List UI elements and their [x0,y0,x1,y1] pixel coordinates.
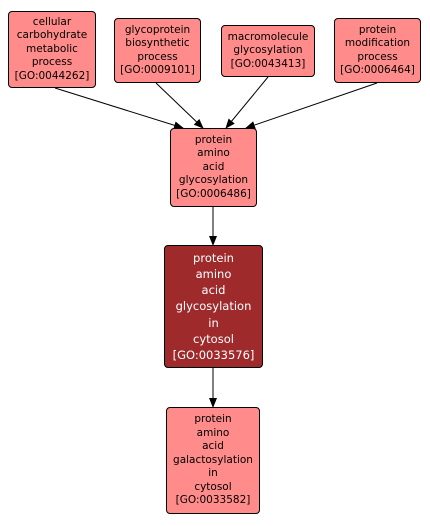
node-protein-amino-acid-glycosylation[interactable]: protein amino acid glycosylation [GO:000… [170,128,257,207]
edge-cellular-carbohydrate-to-protein-glycosylation [54,87,184,130]
node-protein-amino-acid-galactosylation-in-cytosol[interactable]: protein amino acid galactosylation in cy… [166,407,260,514]
edge-protein-modification-to-protein-glycosylation [245,82,378,129]
node-label: glycoprotein biosynthetic process [124,23,191,63]
node-label: protein amino acid glycosylation in cyto… [175,250,252,346]
node-protein-modification-process[interactable]: protein modification process [GO:0006464… [334,18,421,83]
node-label: macromolecule glycosylation [227,30,309,57]
node-cellular-carbohydrate-metabolic-process[interactable]: cellular carbohydrate metabolic process … [8,11,96,88]
node-go-id: [GO:0006486] [176,187,251,200]
node-macromolecule-glycosylation[interactable]: macromolecule glycosylation [GO:0043413] [221,25,315,77]
node-label: protein amino acid galactosylation in cy… [173,413,253,493]
edge-glycoprotein-biosynthetic-to-protein-glycosylation [155,82,204,129]
edge-macromolecule-glycosylation-to-protein-glycosylation [225,76,269,129]
node-go-id: [GO:0044262] [14,69,90,82]
node-label: protein modification process [344,23,411,63]
node-go-id: [GO:0033576] [172,348,255,362]
node-glycoprotein-biosynthetic-process[interactable]: glycoprotein biosynthetic process [GO:00… [114,18,201,83]
node-label: protein amino acid glycosylation [178,133,249,187]
node-protein-amino-acid-glycosylation-in-cytosol[interactable]: protein amino acid glycosylation in cyto… [164,245,263,368]
node-go-id: [GO:0033582] [175,494,251,507]
node-go-id: [GO:0006464] [340,64,415,76]
node-go-id: [GO:0043413] [230,57,306,70]
node-label: cellular carbohydrate metabolic process [16,15,88,69]
node-go-id: [GO:0009101] [120,64,195,76]
